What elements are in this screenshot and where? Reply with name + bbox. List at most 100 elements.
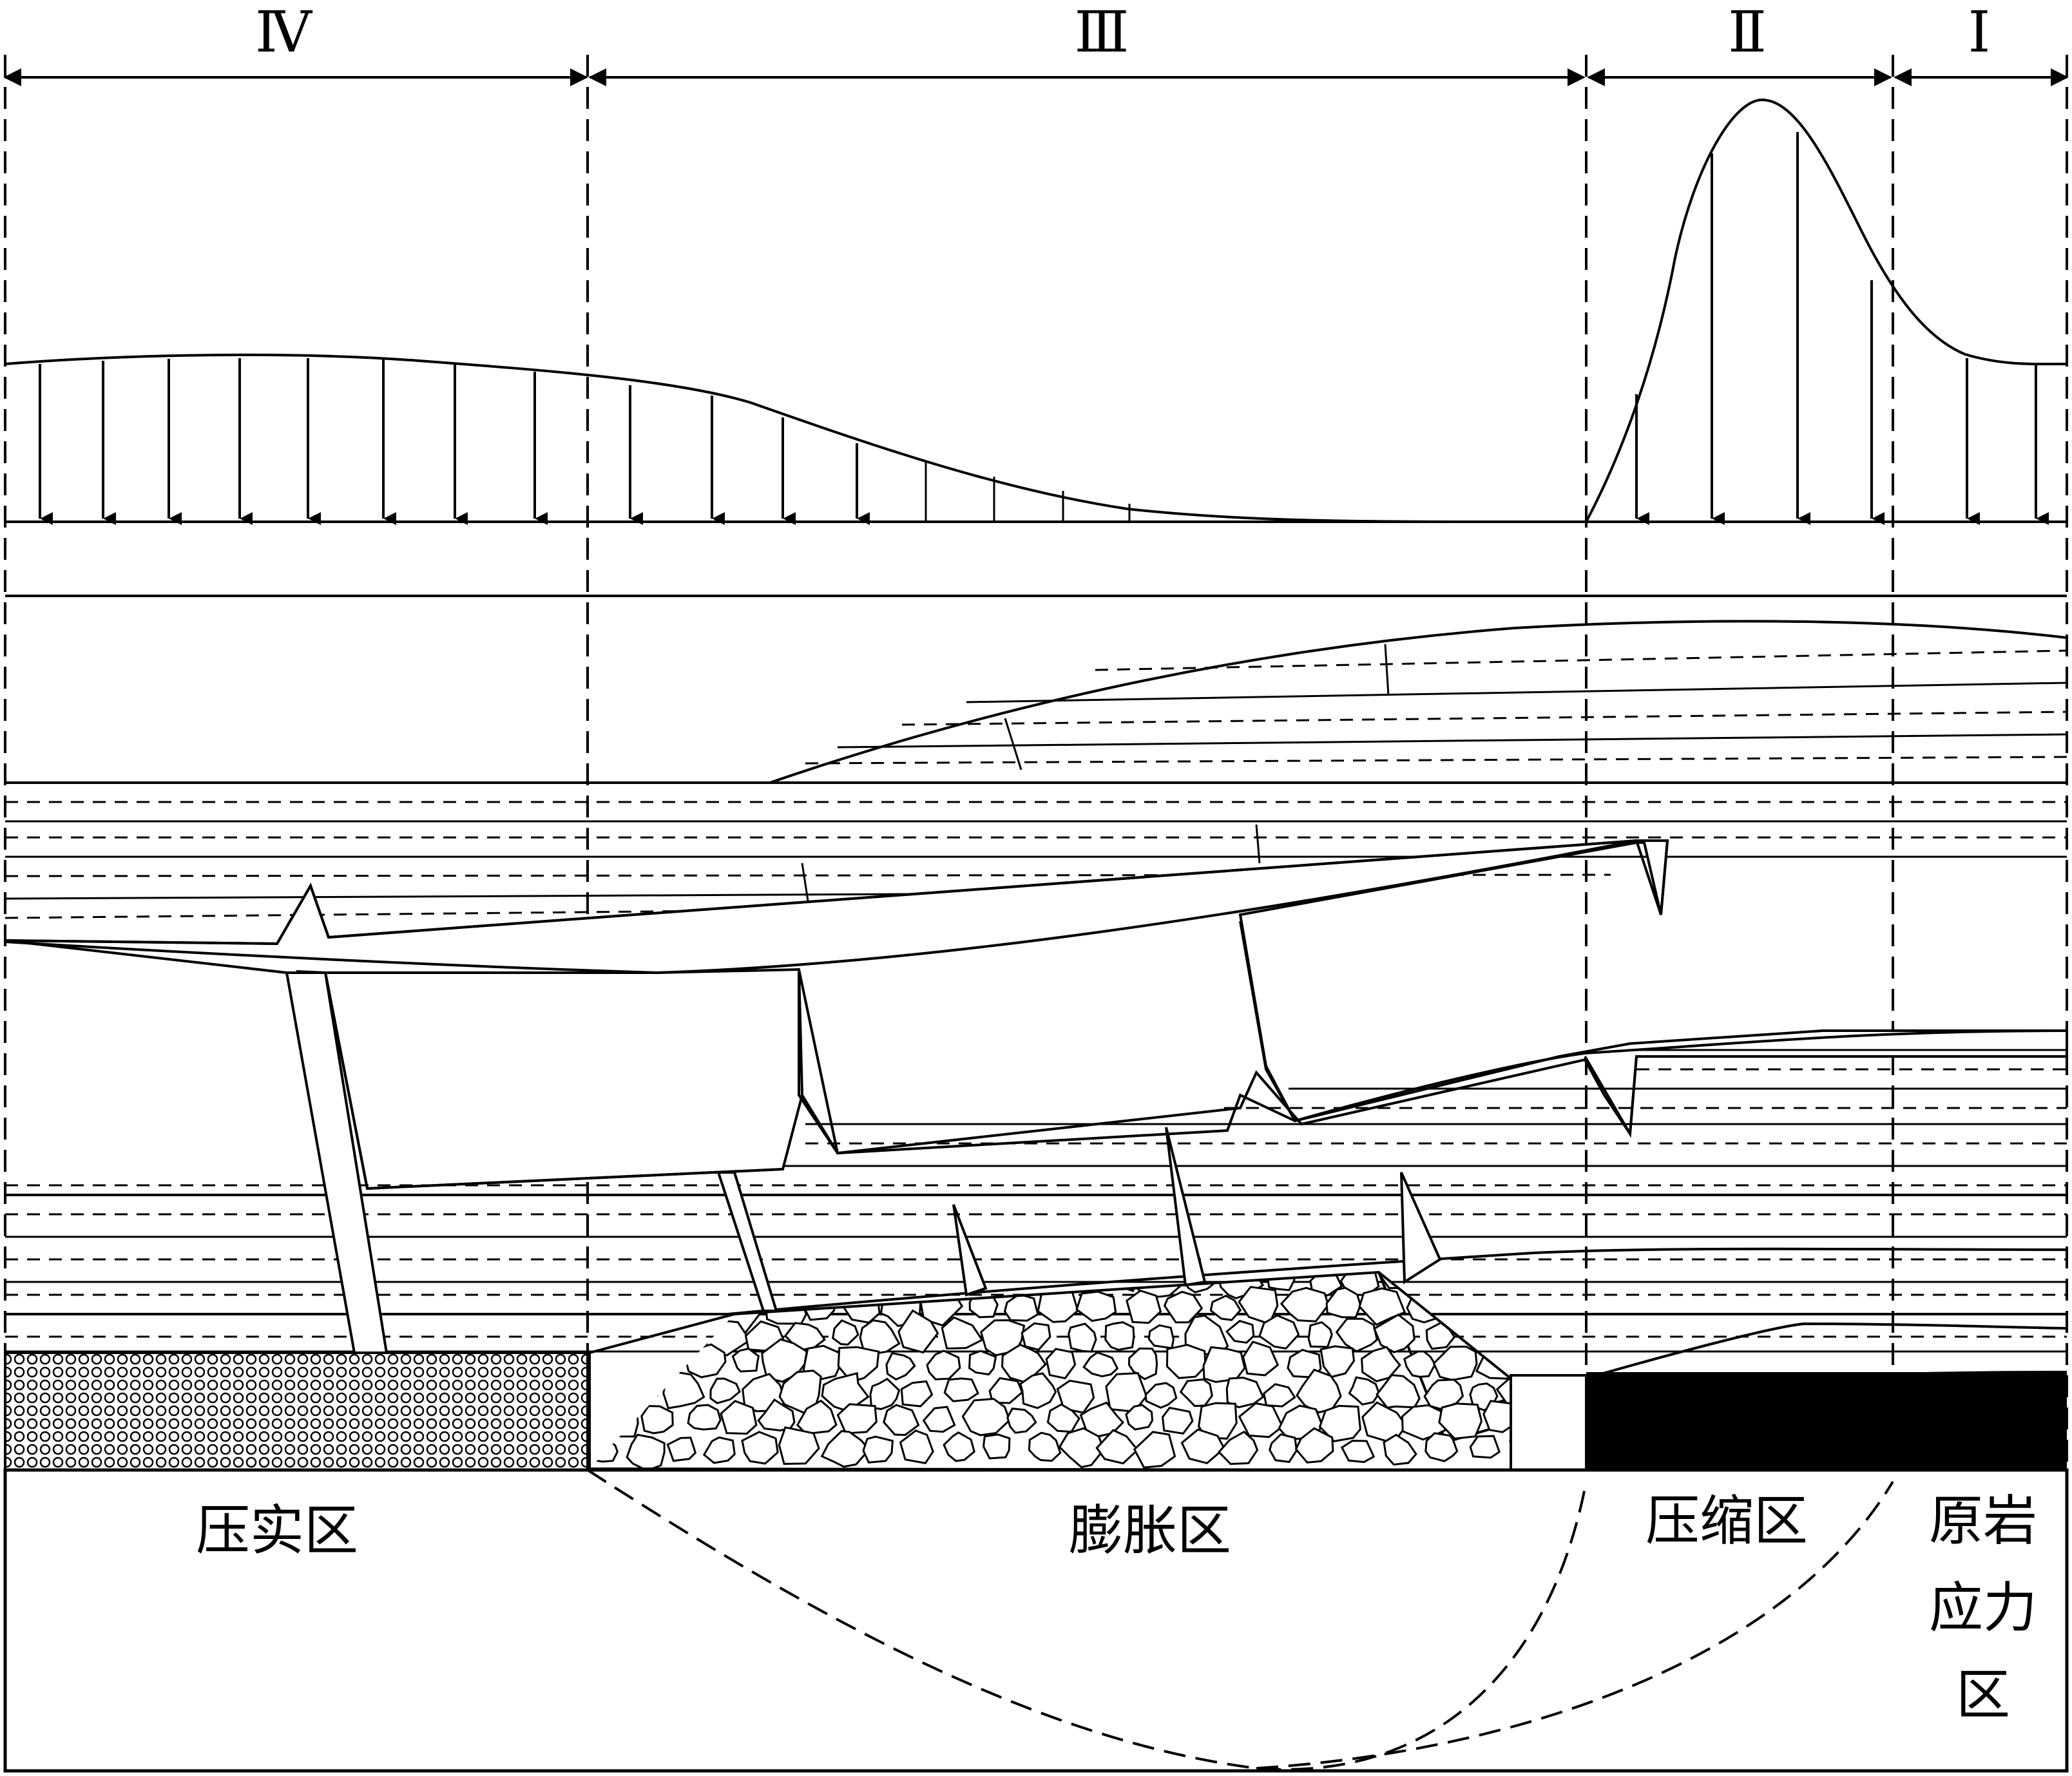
rubble-block bbox=[900, 1380, 934, 1408]
rubble-block bbox=[1127, 1347, 1158, 1380]
rubble-block bbox=[1179, 1378, 1213, 1408]
rubble-block bbox=[1383, 1433, 1417, 1466]
rubble-block bbox=[988, 1377, 1024, 1404]
rubble-block bbox=[602, 1284, 642, 1329]
rubble-block bbox=[1180, 1428, 1225, 1465]
rubble-block bbox=[796, 1399, 838, 1435]
zone-label-ii: Ⅱ bbox=[1728, 0, 1767, 65]
rubble-block bbox=[1147, 1324, 1175, 1350]
rubble-block bbox=[1376, 1374, 1421, 1409]
rubble-block bbox=[640, 1405, 674, 1435]
rubble-block bbox=[1133, 1431, 1176, 1469]
rubble-block bbox=[1003, 1293, 1039, 1322]
rubble-block bbox=[600, 1348, 640, 1380]
rubble-block bbox=[617, 1373, 659, 1408]
rubble-block bbox=[1269, 1433, 1298, 1464]
rubble-block bbox=[1209, 1294, 1242, 1321]
rubble-block bbox=[666, 1437, 697, 1462]
zone-boundaries bbox=[4, 55, 2068, 1469]
rubble-block bbox=[859, 1319, 901, 1355]
rubble-block bbox=[863, 1272, 892, 1290]
rubble-block bbox=[1125, 1404, 1154, 1431]
rubble-block bbox=[709, 1377, 741, 1404]
rubble-block bbox=[897, 1272, 940, 1297]
rubble-block bbox=[684, 1343, 727, 1379]
rubble-block bbox=[590, 1272, 617, 1294]
rubble-block bbox=[1225, 1377, 1265, 1409]
rubble-block bbox=[1019, 1372, 1057, 1409]
rubble-block bbox=[1318, 1404, 1361, 1443]
rubble-block bbox=[1438, 1402, 1483, 1440]
abutment-pressure-curve bbox=[5, 98, 2067, 525]
rubble-block bbox=[1202, 1346, 1246, 1383]
rubble-block bbox=[1163, 1290, 1204, 1324]
rubble-block bbox=[1280, 1286, 1330, 1322]
rubble-block bbox=[837, 1346, 880, 1383]
rubble-block bbox=[812, 1272, 861, 1294]
caved-rubble bbox=[590, 1272, 1511, 1470]
rubble-block bbox=[1079, 1401, 1125, 1438]
rubble-block bbox=[1373, 1313, 1415, 1353]
rubble-block bbox=[943, 1431, 975, 1462]
zone-label-i: Ⅰ bbox=[1968, 0, 1991, 65]
rubble-block bbox=[1263, 1383, 1296, 1408]
rubble-block bbox=[774, 1272, 824, 1296]
rubble-block bbox=[1161, 1406, 1194, 1435]
rubble-block bbox=[1144, 1382, 1178, 1409]
rubble-block bbox=[642, 1351, 676, 1377]
rubble-block bbox=[1340, 1440, 1376, 1464]
rubble-block bbox=[1348, 1376, 1381, 1406]
rubble-block bbox=[1006, 1408, 1037, 1434]
rubble-block bbox=[778, 1426, 820, 1466]
rubble-block bbox=[1075, 1290, 1117, 1322]
rubble-block bbox=[1358, 1287, 1406, 1326]
rubble-block bbox=[590, 1437, 619, 1463]
rubble-block bbox=[1046, 1403, 1080, 1433]
rubble-block bbox=[1242, 1341, 1280, 1377]
rubble-block bbox=[869, 1377, 901, 1410]
rubble-block bbox=[922, 1406, 956, 1433]
rubble-block bbox=[832, 1319, 859, 1346]
rubble-block bbox=[926, 1350, 961, 1380]
rubble-block bbox=[885, 1351, 916, 1381]
rubble-block bbox=[1325, 1286, 1362, 1319]
floor-region bbox=[3, 1468, 2069, 1773]
rubble-block bbox=[1021, 1322, 1051, 1351]
rubble-block bbox=[1058, 1427, 1105, 1469]
rubble-block bbox=[1294, 1427, 1334, 1464]
rubble-block bbox=[961, 1397, 1011, 1437]
rubble-block bbox=[1068, 1322, 1097, 1353]
rubble-block bbox=[941, 1316, 984, 1350]
rubble-block bbox=[625, 1272, 660, 1297]
rubble-block bbox=[1403, 1350, 1437, 1378]
region-label-original-stress-line2: 应力 bbox=[1929, 1576, 2037, 1639]
rubble-block bbox=[1335, 1317, 1378, 1353]
rubble-block bbox=[1028, 1431, 1062, 1462]
rubble-block bbox=[1082, 1351, 1119, 1378]
coal-seam bbox=[1586, 1372, 2067, 1470]
rubble-block bbox=[1497, 1272, 1511, 1297]
rubble-block bbox=[699, 1272, 737, 1294]
rubble-block bbox=[1104, 1321, 1135, 1351]
rubble-block bbox=[899, 1429, 934, 1464]
rubble-block bbox=[1238, 1402, 1284, 1438]
rubble-block bbox=[1454, 1272, 1497, 1295]
rubble-block bbox=[1469, 1435, 1501, 1459]
rubble-block bbox=[626, 1433, 666, 1470]
rubble-block bbox=[982, 1433, 1011, 1460]
rubble-block bbox=[1432, 1345, 1478, 1381]
rubble-block bbox=[731, 1347, 760, 1373]
rubble-block bbox=[1166, 1344, 1207, 1379]
rubble-block bbox=[1424, 1432, 1459, 1462]
rubble-block bbox=[638, 1290, 680, 1324]
zone-label-iv: Ⅳ bbox=[255, 0, 313, 65]
rubble-block bbox=[836, 1403, 878, 1435]
rubble-block bbox=[1107, 1272, 1140, 1292]
rubble-block bbox=[968, 1350, 997, 1376]
rubble-block bbox=[1500, 1313, 1511, 1353]
rubble-block bbox=[1258, 1314, 1300, 1350]
rubble-block bbox=[1217, 1430, 1259, 1466]
rubble-block bbox=[720, 1400, 758, 1435]
rubble-block bbox=[1198, 1402, 1238, 1440]
